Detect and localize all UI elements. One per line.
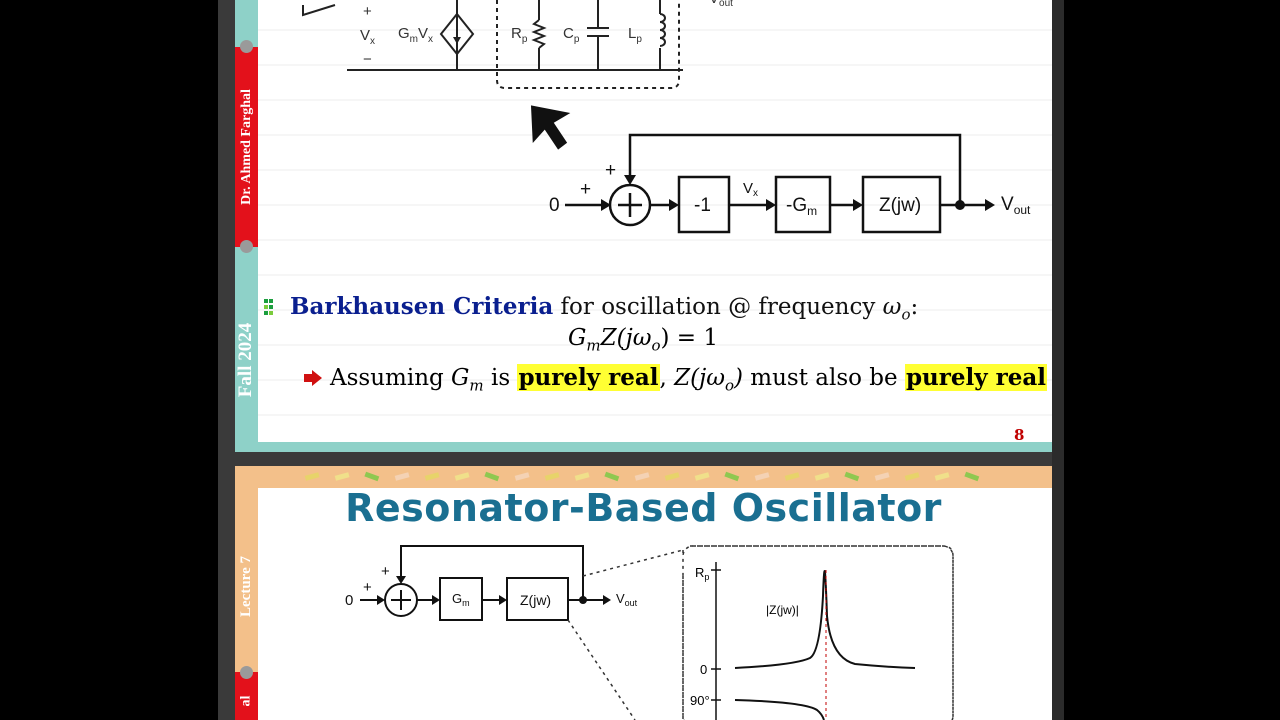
page-number: 8	[1014, 426, 1025, 444]
svg-text:Lp: Lp	[628, 25, 642, 45]
barkhausen-title: Barkhausen Criteria	[290, 293, 554, 320]
slide-bottom-bar	[235, 442, 1052, 452]
svg-text:Vout: Vout	[709, 0, 733, 9]
barkhausen-equation: GmZ(jωo) = 1	[568, 325, 718, 355]
output-node	[579, 596, 587, 604]
slide-header-band	[235, 466, 1052, 488]
resistor-rp	[531, 19, 547, 49]
svg-text:+: +	[605, 160, 616, 181]
dependent-current-source	[439, 12, 475, 56]
viewer-edge	[1052, 0, 1064, 720]
svg-text:Rp: Rp	[695, 565, 709, 582]
feedback-block-diagram	[565, 133, 985, 234]
svg-text:+: +	[363, 579, 372, 596]
svg-text:Rp: Rp	[511, 25, 528, 45]
svg-text:Vout: Vout	[616, 591, 638, 608]
author-banner	[235, 672, 258, 720]
highlight-purely-real: purely real	[517, 364, 660, 391]
svg-text:Vx: Vx	[743, 180, 758, 199]
inductor-lp	[659, 13, 666, 47]
svg-text:-Gm: -Gm	[786, 195, 817, 218]
decorative-pencils	[304, 471, 980, 482]
barkhausen-line: Barkhausen Criteria for oscillation @ fr…	[290, 293, 919, 324]
circuit-diagram: + − Vx GmVx Rp Cp Lp Vout	[302, 0, 1031, 234]
svg-text:GmVx: GmVx	[398, 25, 433, 45]
svg-text:Z(jw): Z(jw)	[520, 592, 551, 608]
output-node	[955, 200, 965, 210]
resonator-diagram: 0 + + Gm Z(jw) Vout	[345, 545, 954, 720]
svg-text:+: +	[363, 3, 372, 20]
svg-text:0: 0	[549, 195, 560, 216]
svg-text:Gm: Gm	[452, 591, 470, 608]
pdf-viewer[interactable]: Dr. Ahmed Farghal Fall 2024 8	[218, 0, 1052, 720]
amplifier-triangle	[302, 4, 336, 17]
svg-text:Cp: Cp	[563, 25, 580, 45]
slide-8: Dr. Ahmed Farghal Fall 2024 8	[235, 0, 1052, 452]
svg-text:Z(jw): Z(jw)	[879, 195, 921, 216]
svg-text:90°: 90°	[690, 693, 710, 708]
svg-text:0: 0	[345, 592, 353, 609]
transform-arrow-icon	[530, 105, 571, 150]
impedance-plot: Rp 0 |Z(jw)| 90°	[690, 562, 916, 720]
binder-dot	[240, 666, 253, 679]
binder-dot	[240, 240, 253, 253]
slide-title: Resonator-Based Oscillator	[345, 486, 942, 530]
author-banner	[235, 47, 258, 247]
parallel-rlc-circuit	[302, 0, 683, 71]
green-bullet-icon	[264, 299, 273, 315]
svg-text:+: +	[580, 179, 591, 200]
svg-text:|Z(jw)|: |Z(jw)|	[766, 603, 799, 617]
tank-boundary	[496, 0, 680, 89]
assumption-line: Assuming Gm is purely real, Z(jωo) must …	[330, 364, 1048, 395]
phase-curve	[734, 699, 825, 720]
svg-text:−: −	[363, 51, 372, 68]
term-label: Fall 2024	[235, 322, 257, 398]
svg-text:Vx: Vx	[360, 27, 375, 47]
binder-dot	[240, 40, 253, 53]
svg-text:0: 0	[700, 662, 707, 677]
slide-sidebar	[235, 488, 258, 720]
svg-text:+: +	[381, 563, 390, 580]
slide-9: Lecture 7 al Resonator-Based Oscillator	[235, 466, 1052, 720]
svg-text:Vout: Vout	[1001, 194, 1031, 217]
magnitude-curve	[734, 570, 916, 669]
highlight-purely-real: purely real	[904, 364, 1048, 391]
red-arrow-bullet-icon	[304, 370, 322, 386]
svg-text:-1: -1	[694, 195, 711, 216]
